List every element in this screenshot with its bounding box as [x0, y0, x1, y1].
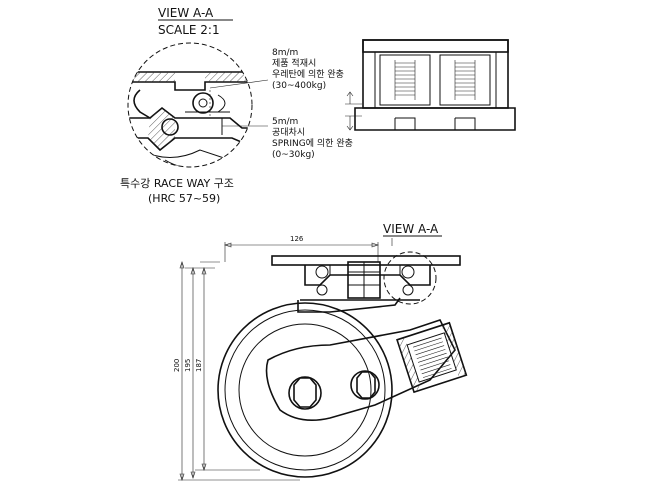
- note-empty-cushion: SPRING에 의한 완충: [272, 138, 353, 149]
- swing-arm-plate: [265, 319, 456, 421]
- view-a-a-marker-circle: [383, 251, 437, 305]
- section-left-spring: [394, 60, 416, 100]
- main-view-label: VIEW A-A: [383, 222, 439, 236]
- wheel-outer: [217, 302, 393, 478]
- note-empty-range: (0~30kg): [272, 150, 315, 160]
- wheel-inner: [238, 323, 372, 457]
- axle-nut: [293, 377, 317, 408]
- pivot-nut: [356, 371, 376, 399]
- section-base-plate: [354, 107, 516, 131]
- pivot-hub: [350, 370, 380, 400]
- dimension-height-187: 187: [195, 359, 203, 372]
- dimension-width: 126: [290, 235, 304, 243]
- detail-view-title: VIEW A-A: [158, 6, 214, 20]
- section-left-block: [379, 54, 431, 106]
- section-right-spring: [454, 60, 476, 100]
- note-empty-text: 공대차시: [272, 126, 305, 138]
- note-empty-gap: 5m/m: [272, 117, 298, 127]
- dimension-height-200: 200: [173, 359, 181, 372]
- note-loaded-range: (30~400kg): [272, 81, 326, 91]
- detail-ball-lower: [161, 118, 179, 136]
- section-housing: [362, 39, 509, 109]
- raceway-caption: 특수강 RACE WAY 구조: [120, 177, 234, 190]
- detail-view-group: VIEW A-A SCALE 2:1: [120, 6, 353, 205]
- note-loaded-text: 제품 적재시: [272, 57, 316, 69]
- caster-main-view: VIEW A-A 126: [173, 222, 468, 481]
- hardness-caption: (HRC 57~59): [148, 192, 220, 205]
- detail-ball-upper: [192, 92, 214, 114]
- detail-circle: [127, 42, 253, 168]
- leader-loaded: [209, 79, 269, 89]
- dimension-height-195: 195: [184, 359, 192, 372]
- axle-hub: [288, 376, 322, 410]
- note-loaded-gap: 8m/m: [272, 48, 298, 58]
- detail-section: [128, 71, 252, 167]
- cross-section-group: [345, 39, 516, 131]
- section-right-block: [439, 54, 491, 106]
- swivel-fork: [297, 297, 401, 313]
- detail-scale-label: SCALE 2:1: [158, 23, 220, 37]
- note-loaded-cushion: 우레탄에 의한 완충: [272, 69, 344, 80]
- suspension-spring-housing: [396, 321, 468, 394]
